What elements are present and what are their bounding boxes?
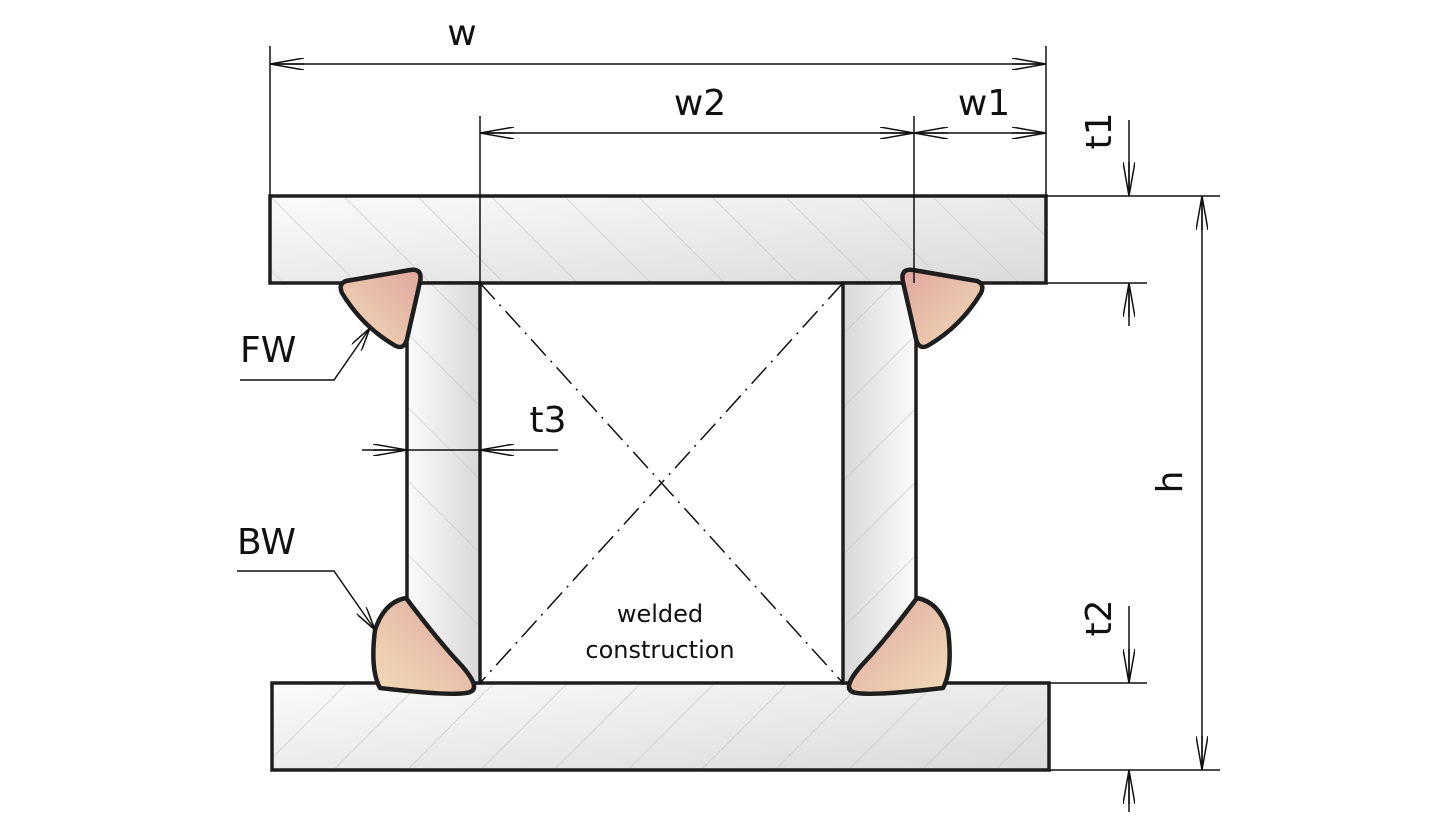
dimension-label-w2: w2 [674,83,726,124]
butt-weld-label: BW [237,522,296,563]
fillet-weld-top-right [900,267,985,350]
dimension-label-w: w [447,13,476,54]
dimension-t2: t2 [1049,599,1220,812]
fillet-weld-top-left [338,267,423,350]
dimension-label-t3: t3 [529,400,566,441]
butt-weld-callout: BW [237,522,375,630]
dimension-w: w [269,13,1047,196]
dimension-w1: w1 [914,83,1046,133]
butt-weld-bottom-right [846,595,952,697]
dimension-label-h: h [1150,471,1191,494]
caption-line-1: welded [617,600,703,628]
dimension-w2: w2 [479,83,915,283]
dimension-label-t2: t2 [1079,599,1120,636]
dimension-t3: t3 [362,400,567,450]
caption-line-2: construction [585,636,734,664]
top-flange [268,194,1048,285]
diagonal-axis-line [479,282,844,684]
fillet-weld-label: FW [240,330,296,371]
fillet-weld-callout: FW [240,328,370,381]
dimension-h: h [1150,196,1202,770]
dimension-label-w1: w1 [958,83,1010,124]
dimension-t1: t1 [1046,112,1220,326]
dimension-label-t1: t1 [1079,112,1120,149]
bottom-flange [270,681,1051,772]
